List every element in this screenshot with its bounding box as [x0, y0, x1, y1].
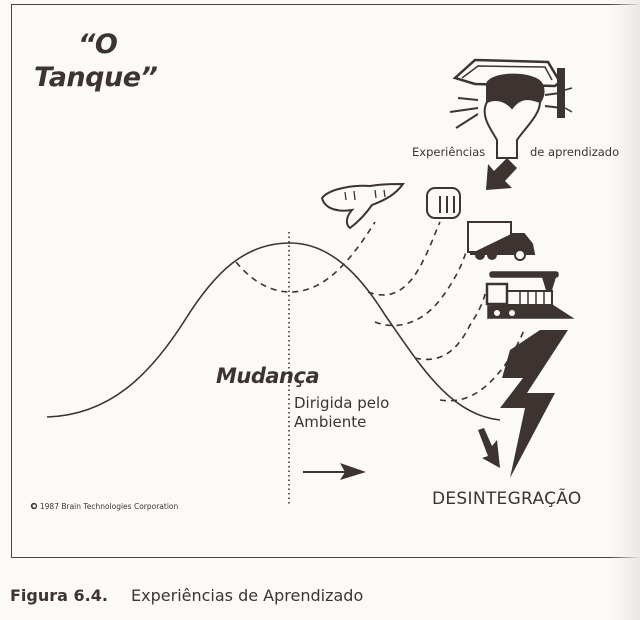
hand-icon — [320, 182, 405, 230]
arrow-down-icon — [478, 428, 500, 468]
copyright-notice: © 1987 Brain Technologies Corporation — [30, 502, 179, 511]
dashed-path-1 — [235, 221, 376, 293]
diagram-title: “O Tanque” — [34, 29, 158, 93]
locomotive-icon — [485, 271, 575, 319]
figure-number: Figura 6.4. — [10, 586, 108, 605]
label-mudanca: Mudança — [216, 364, 320, 388]
copyright-icon — [30, 502, 38, 510]
lightning-bolt-icon — [500, 330, 568, 478]
figure-frame — [11, 4, 640, 558]
dashed-path-5 — [439, 329, 525, 402]
main-curve — [46, 242, 501, 421]
label-experiencias: Experiências — [412, 145, 486, 159]
fist-icon — [426, 187, 461, 219]
truck-icon — [467, 221, 536, 261]
dashed-path-4 — [414, 289, 487, 361]
lightbulb-graduation-cap-icon — [449, 58, 573, 159]
caption-text: Experiências de Aprendizado — [131, 586, 364, 605]
facing-page-edge — [610, 0, 640, 620]
arrow-right-icon — [303, 463, 366, 480]
arrow-down-left-icon — [486, 158, 517, 190]
label-desintegracao: DESINTEGRAÇÃO — [432, 489, 582, 509]
label-dirigida-pelo-ambiente: Dirigida pelo Ambiente — [294, 394, 390, 431]
label-de-aprendizado: de aprendizado — [530, 145, 620, 159]
figure-caption: Figura 6.4. Experiências de Aprendizado — [10, 586, 363, 605]
dashed-path-2 — [367, 221, 441, 296]
dashed-path-3 — [374, 251, 467, 327]
